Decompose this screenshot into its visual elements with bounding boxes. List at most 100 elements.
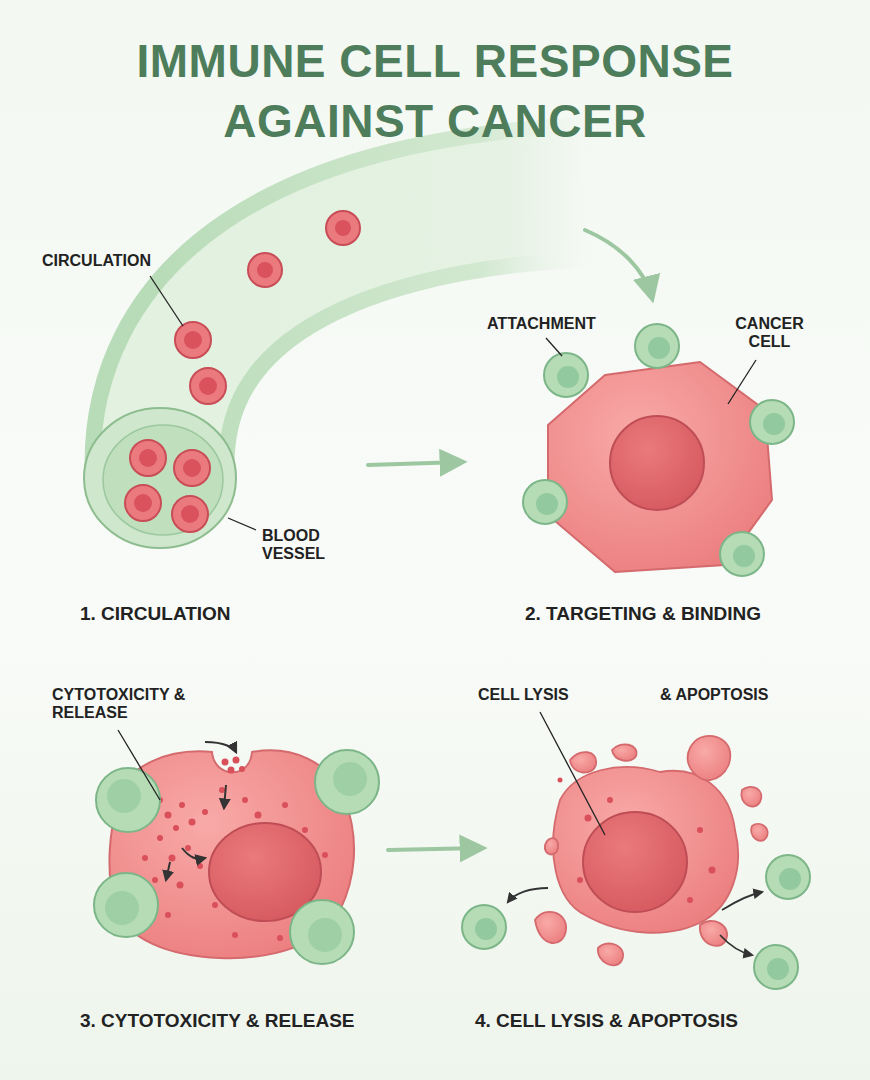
callout-label: CANCER CELL (722, 315, 817, 352)
leader-line-part (540, 712, 605, 835)
flow-arrow-part (368, 462, 462, 465)
granules-part (233, 757, 240, 764)
immune-cell-part (475, 868, 801, 980)
cancer-cell-part (610, 416, 704, 510)
immune-cell-part-part (767, 958, 789, 980)
red-cells-part-part (174, 450, 210, 486)
immune-cell-part-part (105, 891, 139, 925)
red-cells-part-part (326, 211, 360, 245)
immune-cell-part-part (333, 762, 367, 796)
red-cells (125, 211, 360, 532)
granules-part (202, 809, 208, 815)
red-cells-part (125, 211, 360, 532)
leader-line-part (228, 518, 256, 530)
callout-label: CYTOTOXICITY & RELEASE (52, 686, 217, 723)
immune-cell-part-part (475, 918, 497, 940)
immune-cell-part-part (462, 905, 506, 949)
immune-cell-part-part (536, 493, 558, 515)
step-caption: 3. CYTOTOXICITY & RELEASE (80, 1010, 355, 1032)
immune-cell-part-part (315, 750, 379, 814)
red-cells-part-part (175, 322, 211, 358)
leader-line (118, 730, 160, 800)
immune-cell-part-part (763, 413, 785, 435)
cancer-fragments-part (700, 921, 727, 946)
release-arrow-part (182, 848, 205, 859)
granules-part (212, 902, 218, 908)
cancer-fragments-part (612, 744, 637, 760)
immune-cell-part (94, 750, 379, 964)
leader-line (150, 276, 256, 530)
departure-arrow (508, 888, 762, 955)
leader-line-part (150, 276, 183, 326)
cancer-fragments-part (545, 838, 558, 854)
departure-arrow-part (722, 892, 762, 910)
immune-cell-part (462, 855, 810, 989)
immune-cell-part-part (648, 337, 670, 359)
immune-cell-part-part (754, 945, 798, 989)
flow-arrow-part (388, 848, 482, 850)
departure-arrow-part (720, 935, 752, 955)
immune-cell-part-part (779, 868, 801, 890)
granules-part (165, 912, 171, 918)
red-cells-part-part (199, 377, 217, 395)
granules-part (177, 882, 184, 889)
leader-line-part (728, 360, 756, 404)
release-arrow (166, 742, 236, 880)
granules-part (142, 855, 148, 861)
red-cells-part-part (248, 253, 282, 287)
cancer-fragments-part (688, 736, 731, 780)
nucleus (583, 812, 687, 912)
immune-cell-part-part (107, 779, 141, 813)
granules-part (169, 855, 176, 862)
immune-cell-part-part (557, 366, 579, 388)
immune-cell-part (523, 324, 794, 576)
immune-cell (94, 750, 379, 964)
release-arrow-part (224, 785, 226, 808)
granules-part (173, 825, 179, 831)
callout-label: CELL LYSIS (478, 686, 569, 704)
granules-part (558, 778, 563, 783)
leader-line (540, 712, 605, 835)
callout-label: ATTACHMENT (487, 315, 596, 333)
cancer-fragments-part (598, 944, 623, 966)
leader-line-part (118, 730, 160, 800)
cancer-fragments-part (751, 824, 767, 841)
immune-cell-part (105, 762, 367, 952)
callout-label: & APOPTOSIS (660, 686, 768, 704)
cancer-fragments-part (535, 912, 566, 943)
granules-part (152, 877, 158, 883)
leader-line (546, 338, 756, 404)
granules-part (179, 802, 185, 808)
immune-cell-part-part (766, 855, 810, 899)
immune-cell-part-part (290, 900, 354, 964)
granules-part (697, 827, 703, 833)
cancer-fragments-part (553, 767, 738, 933)
granules-part (322, 852, 328, 858)
red-cells-part-part (181, 505, 199, 523)
granules-part (585, 815, 592, 822)
callout-label: BLOOD VESSEL (262, 527, 352, 564)
immune-cell-part-part (750, 400, 794, 444)
immune-cell (523, 324, 794, 576)
granules (558, 778, 783, 904)
cancer-fragments-part (741, 787, 761, 807)
granules-part (222, 759, 229, 766)
red-cells-part-part (184, 331, 202, 349)
immune-cell-part-part (635, 324, 679, 368)
red-cells-part-part (257, 262, 273, 278)
leader-line-part (546, 338, 562, 356)
red-cells-part-part (139, 449, 157, 467)
release-arrow-part (166, 862, 170, 880)
cancer-fragments (535, 736, 768, 966)
granules-part (185, 845, 191, 851)
immune-cell-part-part (523, 480, 567, 524)
granules-part (239, 766, 245, 772)
granules-part (709, 867, 716, 874)
immune-cell-part (536, 337, 785, 567)
immune-cell-part-part (733, 545, 755, 567)
granules-part (282, 802, 288, 808)
red-cells-part-part (183, 459, 201, 477)
blood-vessel-part (160, 192, 590, 480)
